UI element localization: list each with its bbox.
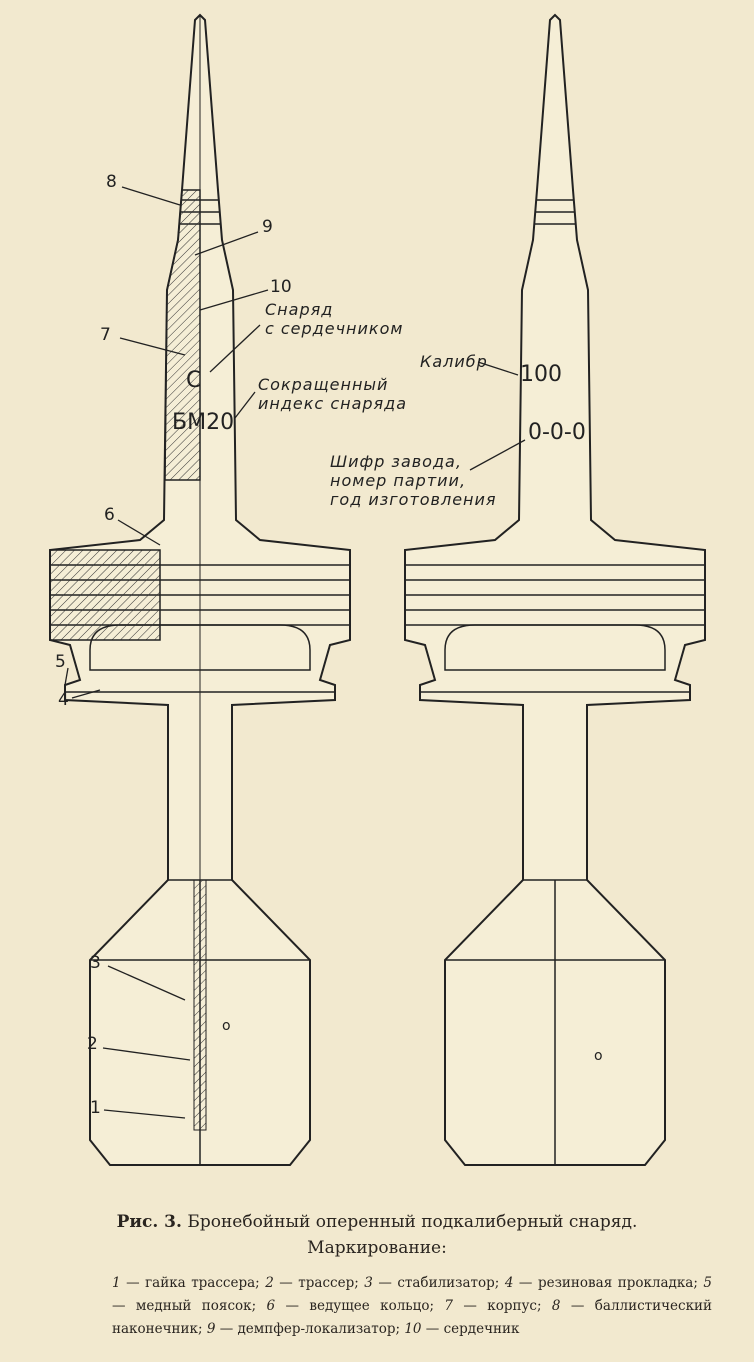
legend-text: стабилизатор; — [397, 1275, 500, 1291]
projectile-exterior-view — [404, 14, 706, 1166]
code-note: Шифр завода, номер партии, год изготовле… — [330, 452, 497, 509]
legend-item: 10 — сердечник — [404, 1321, 520, 1337]
legend-item: 7 — корпус; — [444, 1298, 542, 1314]
code-note-line: номер партии, — [330, 471, 467, 490]
callout-6: 6 — [104, 505, 115, 525]
core-note-line: Снаряд — [265, 300, 334, 319]
legend-number: 2 — [265, 1275, 274, 1291]
legend-number: 10 — [404, 1321, 422, 1337]
caliber-label: Калибр — [420, 352, 488, 371]
core-letter-marking: С — [186, 368, 202, 393]
legend-number: 5 — [703, 1275, 712, 1291]
caliber-marking: 100 — [520, 362, 562, 387]
legend-item: 1 — гайка трассера; — [112, 1275, 260, 1291]
figure-subtitle: Маркирование: — [307, 1238, 447, 1258]
index-note-line: Сокращенный — [258, 375, 389, 394]
projectile-figure — [49, 14, 706, 1166]
figure-title: Бронебойный оперенный подкалиберный снар… — [187, 1212, 638, 1232]
projectile-section-view — [49, 14, 351, 1166]
code-note-line: Шифр завода, — [330, 452, 462, 471]
legend-text: медный поясок; — [135, 1298, 257, 1314]
code-marking: 0-0-0 — [528, 420, 586, 445]
legend-text: сердечник — [443, 1321, 520, 1337]
legend-text: демпфер-локализатор; — [237, 1321, 401, 1337]
figure-legend: 1 — гайка трассера; 2 — трассер; 3 — ста… — [112, 1272, 712, 1341]
index-note-line: индекс снаряда — [258, 394, 408, 413]
legend-item: 8 — баллистический наконечник; — [112, 1298, 713, 1337]
legend-number: 7 — [444, 1298, 453, 1314]
legend-number: 6 — [266, 1298, 276, 1314]
legend-number: 1 — [112, 1275, 121, 1291]
callout-3: 3 — [90, 953, 101, 973]
legend-text: ведущее кольцо; — [309, 1298, 434, 1314]
legend-text: корпус; — [487, 1298, 542, 1314]
fin-mark-left: о — [222, 1018, 231, 1034]
figure-number: Рис. 3. — [116, 1212, 182, 1232]
legend-item: 6 — ведущее кольцо; — [266, 1298, 434, 1314]
callout-4: 4 — [58, 690, 69, 710]
legend-item: 2 — трассер; — [265, 1275, 359, 1291]
core-note: Снаряд с сердечником — [265, 300, 403, 338]
index-note: Сокращенный индекс снаряда — [258, 375, 407, 413]
callout-7: 7 — [100, 325, 111, 345]
callout-8: 8 — [106, 172, 117, 192]
fin-mark-right: о — [594, 1048, 603, 1064]
legend-number: 9 — [206, 1321, 216, 1337]
figure-caption: Рис. 3. Бронебойный оперенный подкалибер… — [0, 1212, 754, 1232]
legend-text: гайка трассера; — [145, 1275, 260, 1291]
callout-10: 10 — [270, 277, 292, 297]
core-note-line: с сердечником — [265, 319, 404, 338]
legend-item: 9 — демпфер-локализатор; — [206, 1321, 401, 1337]
legend-item: 5 — медный поясок; — [112, 1275, 712, 1314]
legend-number: 3 — [364, 1275, 373, 1291]
legend-item: 3 — стабилизатор; — [364, 1275, 500, 1291]
callout-2: 2 — [87, 1034, 98, 1054]
legend-number: 4 — [504, 1275, 514, 1291]
index-marking: БМ20 — [172, 410, 235, 435]
leader-lines — [64, 186, 526, 1119]
callout-5: 5 — [55, 652, 66, 672]
legend-number: 8 — [551, 1298, 561, 1314]
callout-9: 9 — [262, 217, 273, 237]
callout-1: 1 — [90, 1098, 101, 1118]
legend-text: резиновая прокладка; — [537, 1275, 698, 1291]
legend-text: трассер; — [298, 1275, 359, 1291]
legend-item: 4 — резиновая прокладка; — [504, 1275, 698, 1291]
code-note-line: год изготовления — [330, 490, 497, 509]
legend-text: баллистический наконечник; — [112, 1298, 713, 1337]
